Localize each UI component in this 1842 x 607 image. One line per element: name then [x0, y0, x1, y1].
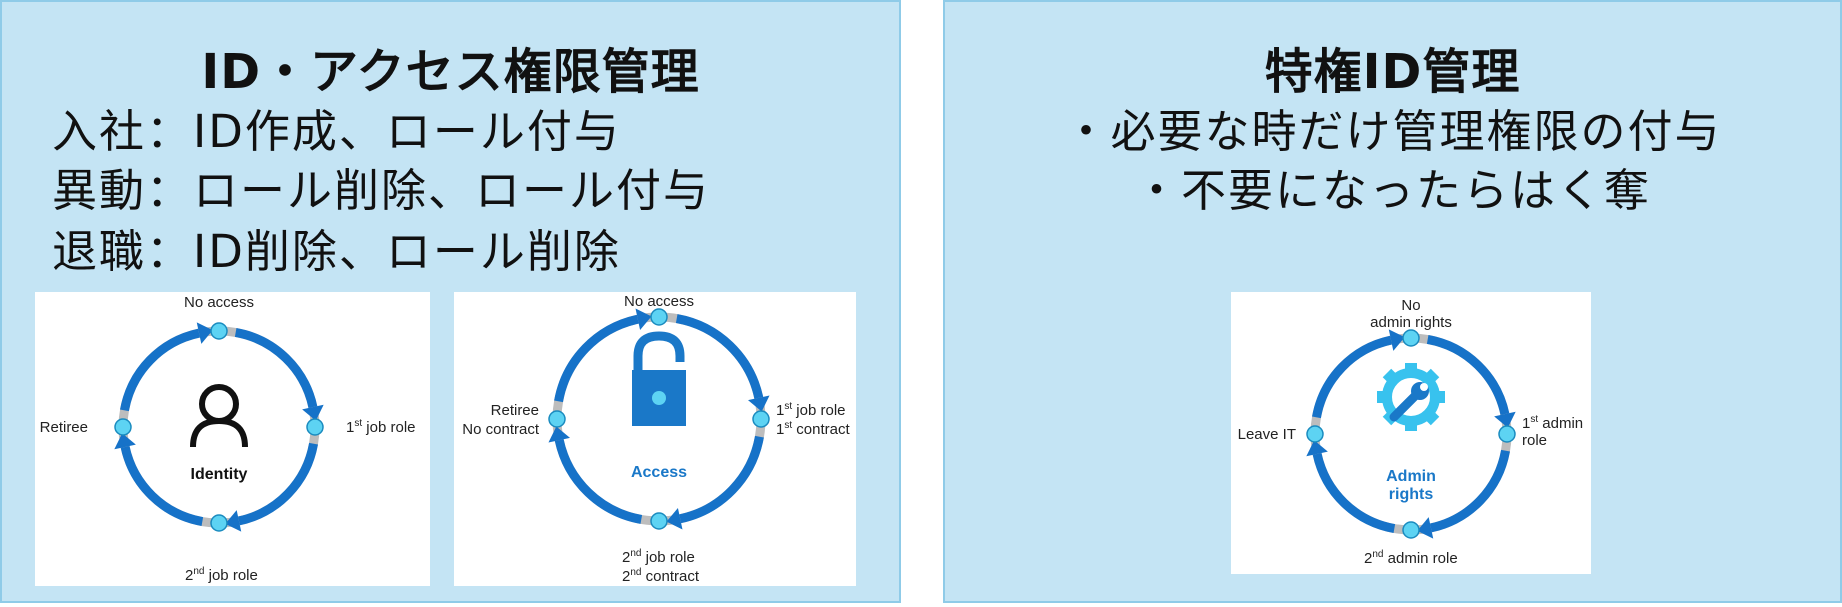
left-label-1: Retiree [491, 402, 539, 419]
access-lifecycle-card: Access No access 1st job role 1st contra… [454, 292, 856, 586]
admin-label-2: rights [1389, 486, 1434, 503]
cycle-arrow-arc [1426, 335, 1510, 416]
right-label-2: 1st contract [776, 420, 850, 438]
admin-label-1: Admin [1386, 468, 1436, 485]
gear-wrench-icon [1377, 363, 1445, 431]
cycle-arrow-arc [554, 314, 639, 403]
node-bottom [1402, 521, 1420, 539]
panel-title: ID・アクセス権限管理 [201, 44, 700, 100]
identity-access-panel: ID・アクセス権限管理 入社：ID作成、ロール付与 異動：ロール削除、ロール付与… [0, 0, 901, 603]
cycle-arrow-head [225, 510, 242, 532]
cycle-arrows [548, 308, 770, 530]
cycle-arrow-head [302, 404, 324, 421]
left-label: Retiree [40, 419, 88, 436]
node-right [752, 410, 770, 428]
top-label: No access [184, 294, 254, 311]
cycle-arrow-arc [1312, 452, 1396, 533]
person-icon [190, 384, 248, 448]
cycle-arrow-head [196, 322, 213, 344]
cycle-arrows [1306, 329, 1516, 539]
gear-tooth [1422, 408, 1440, 426]
left-label: Leave IT [1238, 426, 1296, 443]
revoke-line: ・不要になったらはく奪 [1133, 164, 1651, 217]
node-left [1306, 425, 1324, 443]
right-label-1: 1st admin [1522, 414, 1583, 432]
cycle-arrow-head [114, 433, 136, 450]
node-left [114, 418, 132, 436]
top-label-2: admin rights [1370, 314, 1452, 331]
admin-cycle-diagram: Admin rights No admin rights 1st admin r… [1238, 297, 1584, 567]
cycle-arrow-arc [1429, 449, 1510, 533]
bottom-label-1: 2nd job role [622, 548, 695, 566]
top-label: No access [624, 293, 694, 310]
access-label: Access [631, 464, 687, 481]
cycle-arrow-arc [237, 442, 318, 526]
gear-tooth [1422, 368, 1440, 386]
transfer-line: 異動：ロール削除、ロール付与 [52, 164, 711, 217]
node-top [210, 322, 228, 340]
privileged-id-panel: 特権ID管理 ・必要な時だけ管理権限の付与 ・不要になったらはく奪 Admin … [943, 0, 1842, 603]
cycle-arrow-head [1388, 329, 1405, 351]
node-bottom [650, 512, 668, 530]
cycle-arrow-arc [234, 328, 318, 409]
cycle-arrow-arc [120, 328, 201, 412]
gear-tooth [1382, 368, 1400, 386]
lock-icon [632, 331, 686, 426]
access-cycle-diagram: Access No access 1st job role 1st contra… [462, 293, 850, 585]
gear-tooth [1433, 391, 1445, 403]
top-label-1: No [1401, 297, 1420, 314]
bottom-label: 2nd admin role [1364, 549, 1458, 567]
panel-title: 特権ID管理 [1264, 44, 1521, 100]
node-right [306, 418, 324, 436]
bottom-label: 2nd job role [185, 566, 258, 584]
identity-cycle-diagram: Identity No access 1st job role 2nd job … [40, 294, 416, 584]
admin-rights-card: Admin rights No admin rights 1st admin r… [1231, 292, 1591, 574]
bottom-label-2: 2nd contract [622, 567, 700, 585]
identity-label: Identity [191, 466, 248, 483]
cycle-arrow-head [1417, 517, 1434, 539]
cycle-arrow-head [1494, 411, 1516, 428]
gear-tooth [1405, 419, 1417, 431]
node-bottom [210, 514, 228, 532]
left-label-2: No contract [462, 421, 540, 438]
grant-line: ・必要な時だけ管理権限の付与 [1063, 105, 1722, 158]
cycle-arrow-head [635, 308, 652, 330]
cycle-arrow-head [1306, 440, 1328, 457]
cycle-arrow-head [666, 508, 683, 530]
gear-tooth [1405, 363, 1417, 375]
cycle-arrow-arc [120, 445, 204, 526]
right-label-1: 1st job role [776, 401, 846, 419]
identity-lifecycle-card: Identity No access 1st job role 2nd job … [35, 292, 430, 586]
cycle-arrow-arc [554, 439, 643, 524]
node-left [548, 410, 566, 428]
cycle-arrow-arc [679, 435, 764, 524]
node-top [650, 308, 668, 326]
cycle-arrow-arc [1312, 335, 1393, 419]
onboarding-line: 入社：ID作成、ロール付与 [52, 105, 621, 158]
cycle-arrow-head [748, 395, 770, 412]
cycle-arrow-arc [675, 314, 764, 399]
right-label: 1st job role [346, 418, 416, 436]
cycle-arrow-head [548, 426, 570, 443]
right-label-2: role [1522, 432, 1547, 449]
node-right [1498, 425, 1516, 443]
cycle-arrows [114, 322, 324, 532]
retirement-line: 退職：ID削除、ロール削除 [52, 225, 621, 278]
gear-tooth [1377, 391, 1389, 403]
node-top [1402, 329, 1420, 347]
